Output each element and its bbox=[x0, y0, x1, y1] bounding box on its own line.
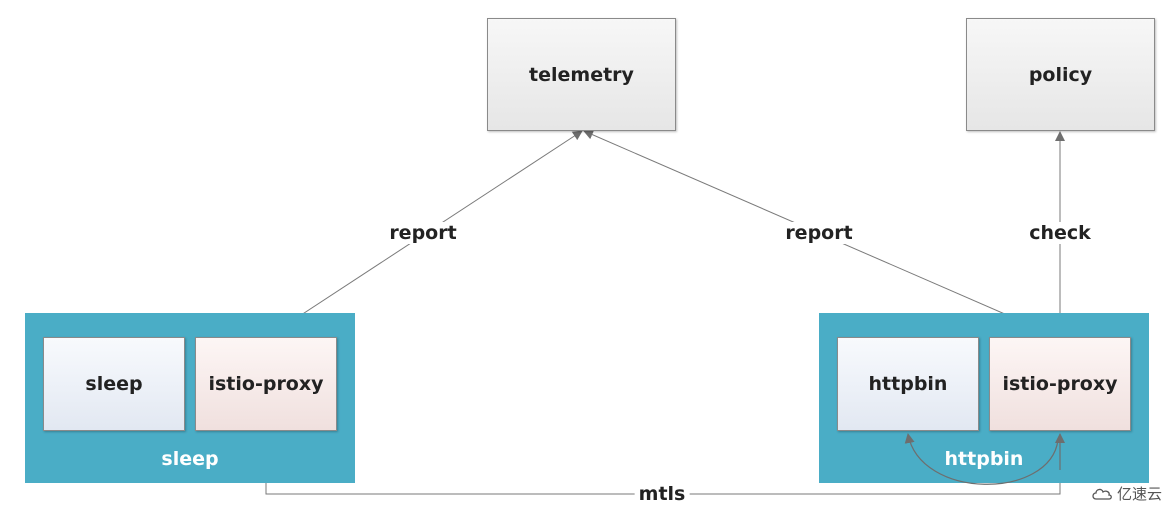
httpbin-app-node: httpbin bbox=[837, 337, 979, 431]
report-right-label: report bbox=[781, 222, 857, 244]
check-label: check bbox=[1025, 222, 1095, 244]
sleep-app-label: sleep bbox=[85, 373, 143, 395]
cloud-logo-icon bbox=[1092, 488, 1112, 500]
report-left-label: report bbox=[385, 222, 461, 244]
watermark: 亿速云 bbox=[1091, 483, 1162, 504]
httpbin-proxy-node: istio-proxy bbox=[989, 337, 1131, 431]
sleep-app-node: sleep bbox=[43, 337, 185, 431]
policy-label: policy bbox=[1028, 63, 1093, 86]
httpbin-app-label: httpbin bbox=[868, 373, 948, 395]
sleep-pod-label: sleep bbox=[161, 448, 219, 470]
watermark-text: 亿速云 bbox=[1116, 485, 1162, 503]
telemetry-node: telemetry bbox=[487, 18, 676, 131]
sleep-proxy-label: istio-proxy bbox=[208, 373, 324, 395]
mtls-label: mtls bbox=[634, 483, 690, 505]
sleep-proxy-node: istio-proxy bbox=[195, 337, 337, 431]
httpbin-pod-label: httpbin bbox=[944, 448, 1024, 470]
telemetry-label: telemetry bbox=[529, 63, 634, 86]
httpbin-proxy-label: istio-proxy bbox=[1002, 373, 1118, 395]
policy-node: policy bbox=[966, 18, 1155, 131]
